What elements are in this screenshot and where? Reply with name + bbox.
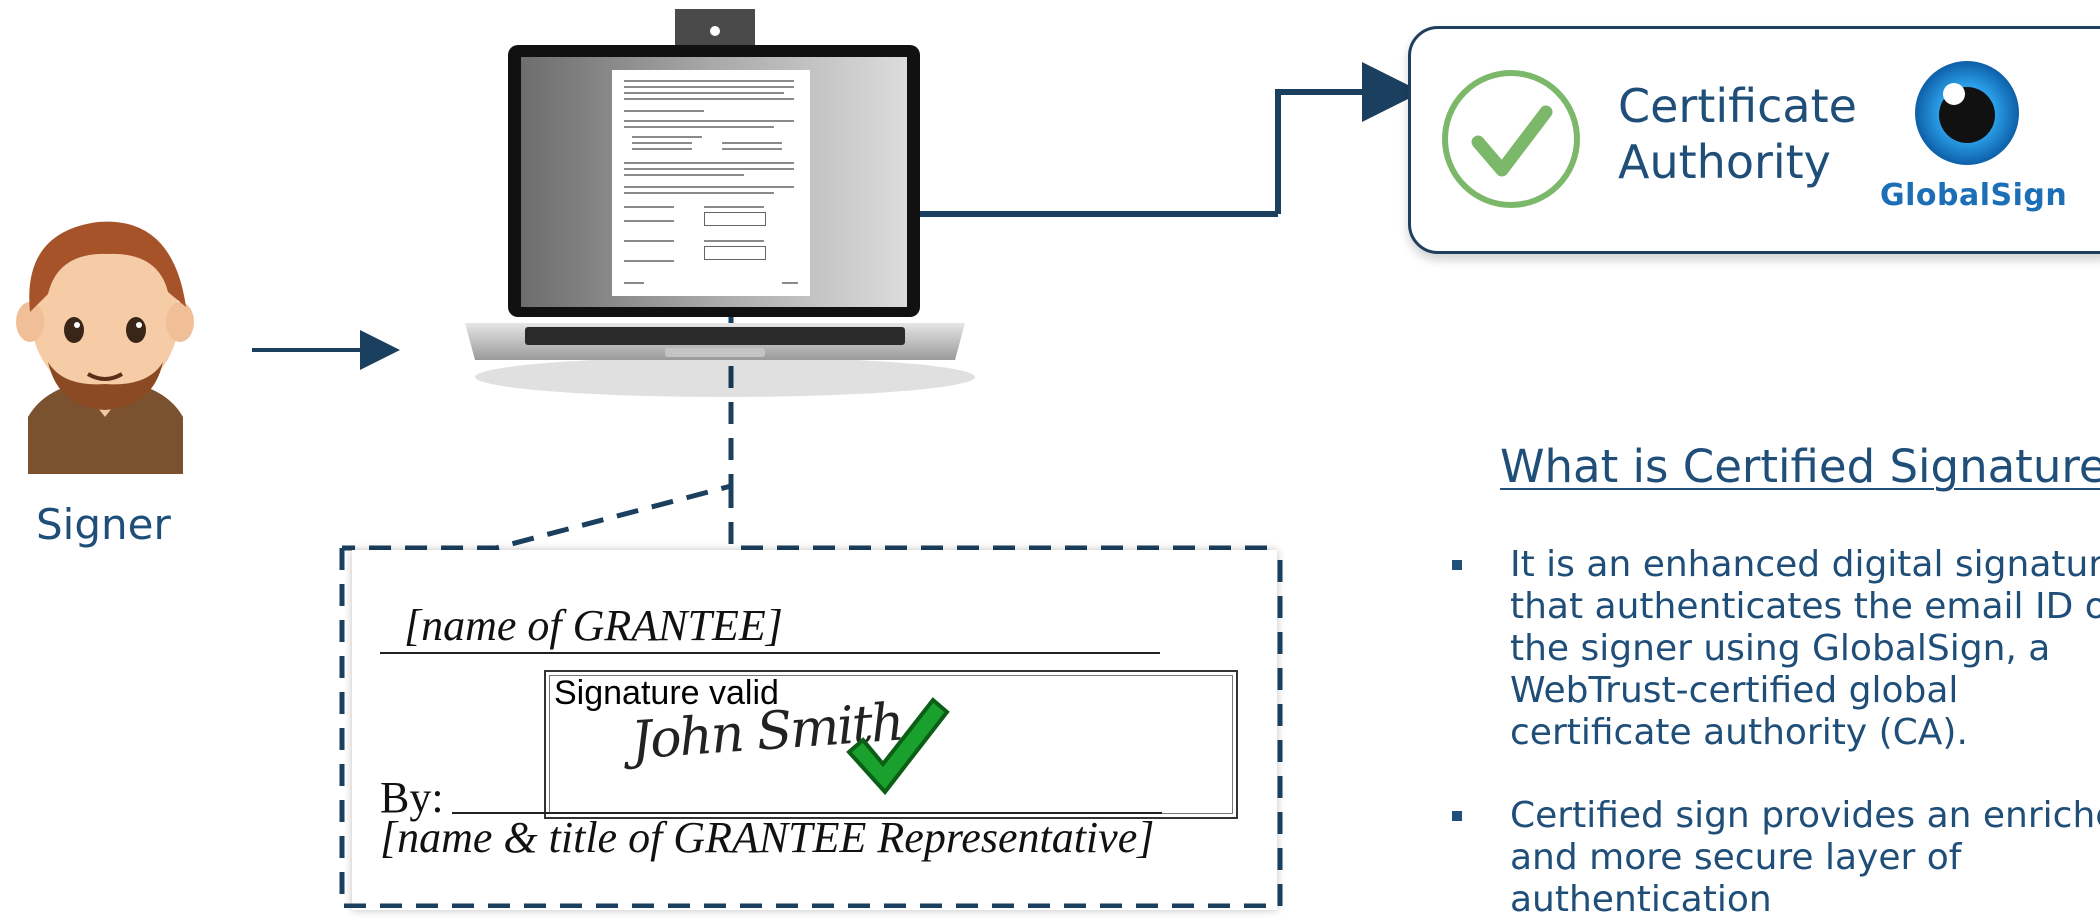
certificate-authority-label: Certificate Authority	[1618, 79, 1857, 189]
representative-label: [name & title of GRANTEE Representative]	[380, 813, 1155, 862]
signer-avatar-icon	[16, 221, 194, 474]
signature-zoom-preview: [name of GRANTEE] Signature valid John S…	[352, 550, 1277, 910]
signature-field[interactable]: Signature valid John Smith	[544, 670, 1238, 819]
bullet-marker	[1452, 811, 1462, 821]
by-underline	[452, 812, 1162, 814]
check-circle-icon	[1442, 70, 1580, 208]
by-label: By:	[380, 773, 444, 822]
signer-label: Signer	[36, 500, 171, 549]
grantee-name: [name of GRANTEE]	[404, 601, 783, 650]
zoom-connector	[342, 258, 734, 551]
info-heading: What is Certified Signature?	[1500, 440, 2100, 493]
globalsign-eye-icon	[1915, 61, 2019, 165]
bullet-marker	[1452, 560, 1462, 570]
zoom-connector-right	[728, 486, 1280, 551]
signature-status: Signature valid	[554, 674, 779, 712]
laptop-to-ca-arrow	[1275, 62, 1422, 214]
laptop-screen-document	[612, 70, 810, 296]
green-check-icon	[846, 697, 950, 796]
globalsign-logo-text: GlobalSign	[1880, 178, 2068, 213]
